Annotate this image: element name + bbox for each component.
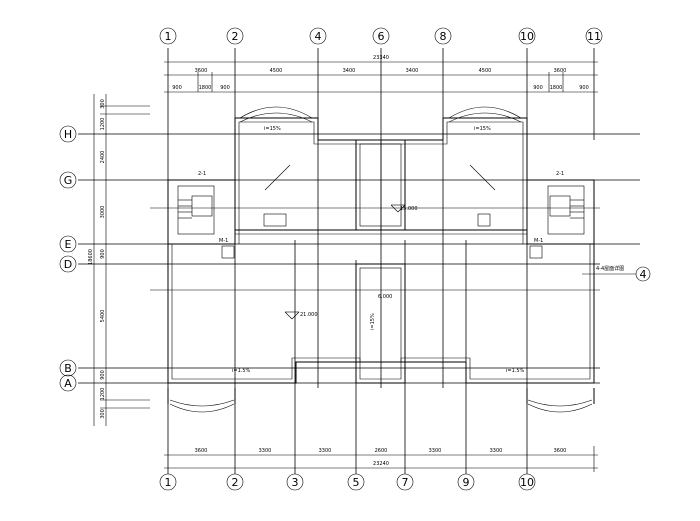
axis-label: 1 bbox=[165, 476, 172, 489]
stair-label: 2-1 bbox=[198, 171, 206, 177]
axis-label: 7 bbox=[402, 476, 409, 489]
dim-text: 900 bbox=[172, 85, 182, 91]
dim-text: 5400 bbox=[100, 310, 106, 323]
dim-text: 3000 bbox=[100, 206, 106, 219]
dim-text: 1200 bbox=[100, 118, 106, 131]
top-dimension-lines: 23340 3600 4500 3400 3400 4500 3600 900 … bbox=[164, 55, 598, 93]
left-dimension-lines: 300 1200 2400 3000 900 5400 900 1200 300… bbox=[88, 94, 150, 426]
dim-text: 18600 bbox=[88, 249, 94, 265]
building-walls bbox=[167, 117, 595, 384]
dim-text: 900 bbox=[533, 85, 543, 91]
slope-label: i=15% bbox=[264, 126, 281, 132]
balcony-arcs bbox=[167, 106, 595, 413]
right-axis-bubble: 4 4-4屋面详图 bbox=[582, 265, 651, 282]
dim-text: 23340 bbox=[373, 55, 389, 61]
slope-label: i=15% bbox=[370, 313, 376, 330]
bottom-dimension-lines: 3600 3300 3300 2600 3300 3300 3600 23240 bbox=[164, 446, 598, 472]
dim-text: 300 bbox=[100, 409, 106, 419]
axis-label: 4 bbox=[315, 30, 322, 43]
dim-text: 2600 bbox=[375, 448, 388, 454]
dim-text: 900 bbox=[220, 85, 230, 91]
axis-label: D bbox=[64, 258, 72, 271]
stair-label: 2-1 bbox=[556, 171, 564, 177]
dim-text: 3600 bbox=[195, 448, 208, 454]
axis-label: 10 bbox=[520, 30, 534, 43]
elevation-label: 21.000 bbox=[300, 312, 318, 318]
elevation-label: 15.000 bbox=[400, 206, 418, 212]
dim-text: 4500 bbox=[479, 68, 492, 74]
bottom-axis-bubbles: 1 2 3 5 7 9 10 bbox=[159, 473, 536, 491]
right-note: 4-4屋面详图 bbox=[596, 265, 624, 272]
axis-label: H bbox=[64, 128, 72, 141]
drainage-arrows bbox=[264, 164, 496, 320]
axis-label: A bbox=[64, 377, 72, 390]
dim-text: 23240 bbox=[373, 461, 389, 467]
stair-label: M-1 bbox=[219, 238, 228, 244]
dim-text: 300 bbox=[100, 99, 106, 109]
axis-label: 2 bbox=[232, 30, 239, 43]
dim-text: 1200 bbox=[100, 388, 106, 401]
slope-label: i=15% bbox=[474, 126, 491, 132]
axis-label: 1 bbox=[165, 30, 172, 43]
axis-label: G bbox=[64, 174, 73, 187]
dim-text: 3600 bbox=[554, 68, 567, 74]
dim-text: 3400 bbox=[343, 68, 356, 74]
slope-label: i=1.5% bbox=[506, 368, 525, 374]
axis-label: B bbox=[64, 362, 72, 375]
dim-text: 3400 bbox=[406, 68, 419, 74]
stair-label: M-1 bbox=[534, 238, 543, 244]
elevation-label: 6.000 bbox=[378, 294, 392, 300]
axis-label: 4 bbox=[640, 268, 647, 281]
axis-label: 2 bbox=[232, 476, 239, 489]
dim-text: 900 bbox=[100, 249, 106, 259]
left-axis-bubbles: H G E D B A bbox=[59, 125, 77, 392]
dim-text: 3300 bbox=[490, 448, 503, 454]
axis-label: 10 bbox=[520, 476, 534, 489]
dim-text: 1800 bbox=[199, 85, 212, 91]
axis-label: 9 bbox=[463, 476, 470, 489]
vertical-grid-lines bbox=[167, 48, 595, 474]
dim-text: 4500 bbox=[270, 68, 283, 74]
annotations: i=15% i=15% i=1.5% i=1.5% i=15% 15.000 2… bbox=[198, 126, 564, 374]
axis-label: E bbox=[65, 238, 72, 251]
axis-label: 6 bbox=[378, 30, 385, 43]
axis-label: 8 bbox=[440, 30, 447, 43]
dim-text: 3300 bbox=[259, 448, 272, 454]
axis-label: 3 bbox=[292, 476, 299, 489]
top-axis-bubbles: 1 2 4 6 8 10 11 bbox=[159, 27, 603, 45]
dim-text: 900 bbox=[579, 85, 589, 91]
slope-label: i=1.5% bbox=[232, 368, 251, 374]
dim-text: 1800 bbox=[550, 85, 563, 91]
axis-label: 11 bbox=[587, 30, 601, 43]
dim-text: 900 bbox=[100, 370, 106, 380]
dim-text: 3300 bbox=[319, 448, 332, 454]
dim-text: 3300 bbox=[429, 448, 442, 454]
dim-text: 2400 bbox=[100, 151, 106, 164]
dim-text: 3600 bbox=[195, 68, 208, 74]
dim-text: 3600 bbox=[554, 448, 567, 454]
axis-label: 5 bbox=[353, 476, 360, 489]
